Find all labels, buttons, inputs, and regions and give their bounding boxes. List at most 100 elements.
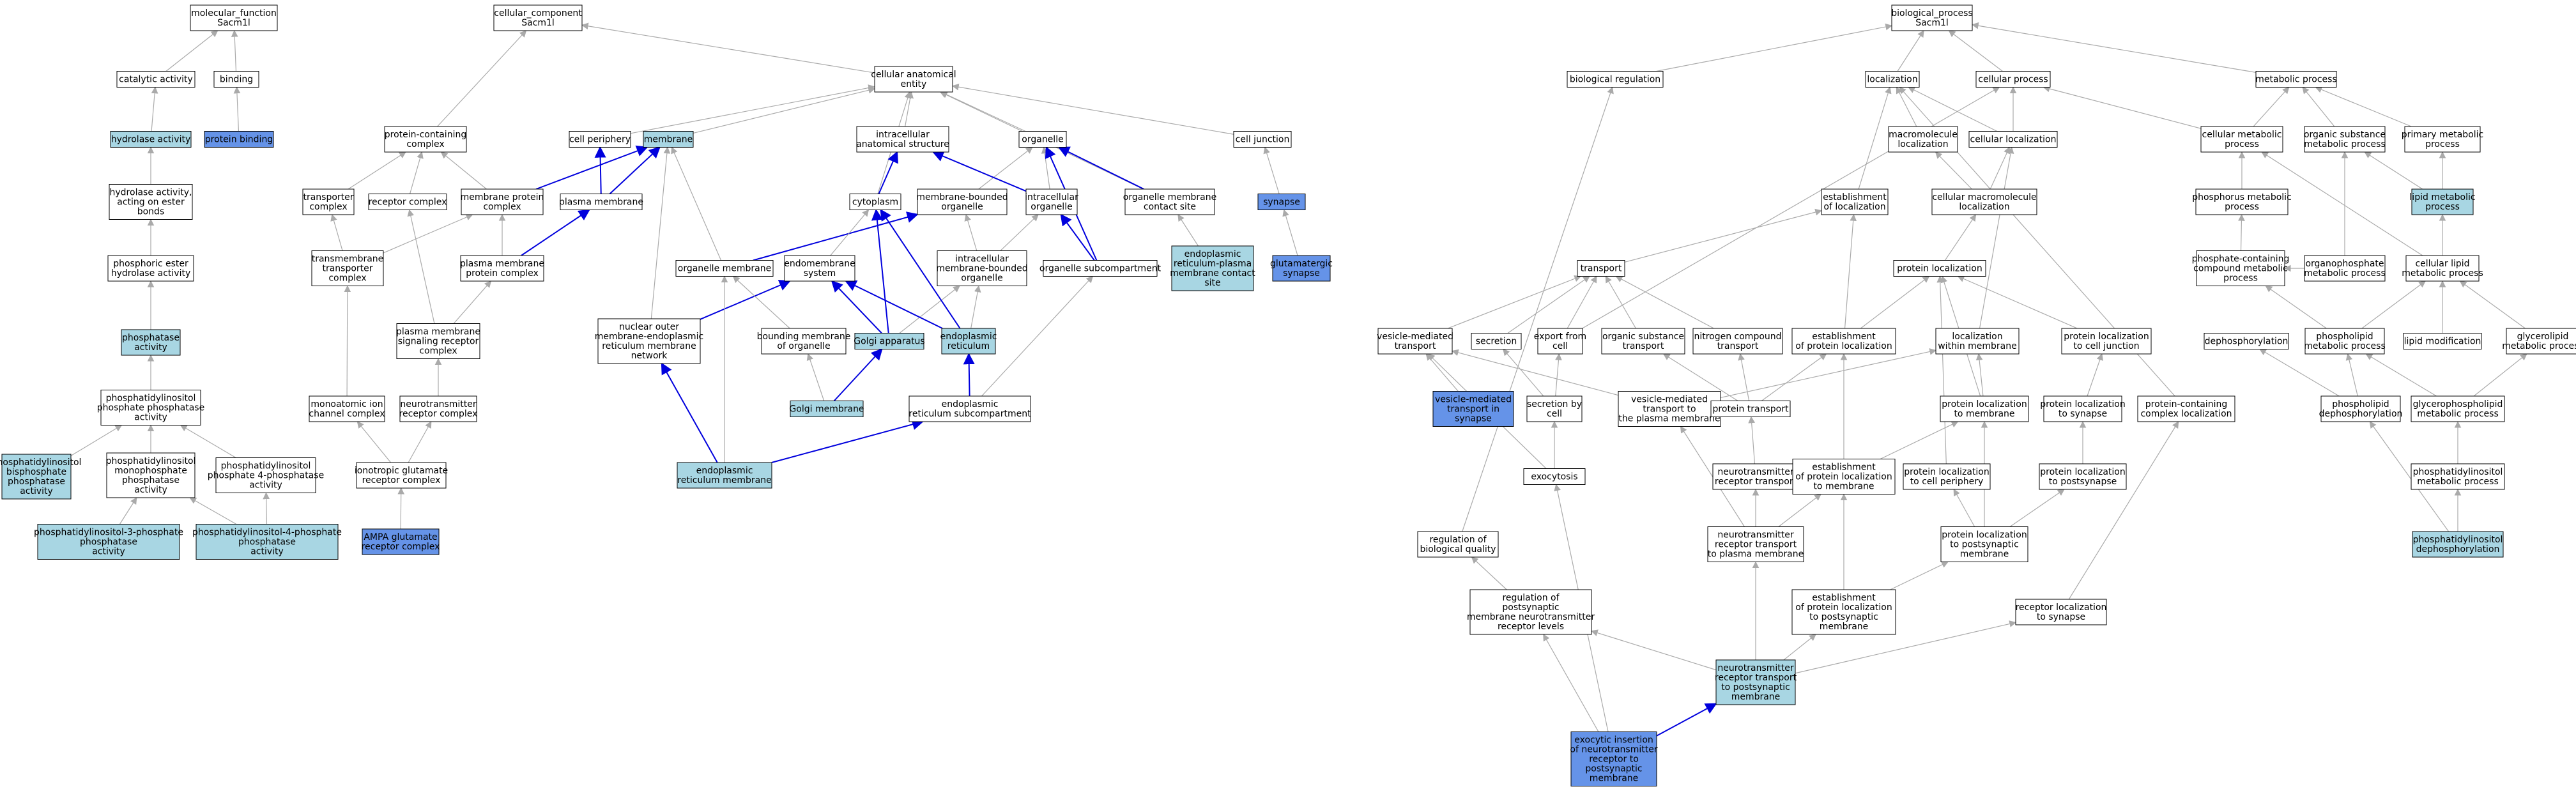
go-term-node[interactable]: biological regulation <box>1567 71 1664 88</box>
go-term-node[interactable]: protein binding <box>204 131 274 148</box>
go-term-node[interactable]: lipid modification <box>2403 333 2482 349</box>
go-term-node[interactable]: plasma membrane <box>559 194 643 210</box>
go-term-node[interactable]: protein transport <box>1710 401 1791 417</box>
go-term-node[interactable]: hydrolase activity <box>110 131 192 148</box>
go-term-node[interactable]: exocytosis <box>1523 468 1586 485</box>
go-term-node[interactable]: Golgi membrane <box>789 401 864 417</box>
go-term-node[interactable]: membrane <box>643 131 694 148</box>
go-term-node[interactable]: organelle membrane <box>675 260 774 277</box>
go-term-node[interactable]: cell periphery <box>569 131 631 148</box>
go-term-node[interactable]: organelle <box>1018 131 1067 148</box>
go-term-node[interactable]: synapse <box>1257 194 1306 210</box>
go-term-node[interactable]: binding <box>213 71 259 88</box>
go-term-node[interactable]: localization <box>1865 71 1920 88</box>
go-term-node[interactable]: cellular process <box>1975 71 2051 88</box>
go-term-node[interactable]: protein localization <box>1893 260 1986 277</box>
go-term-node[interactable]: Golgi apparatus <box>854 333 925 349</box>
go-term-node[interactable]: metabolic process <box>2255 71 2337 88</box>
go-term-node[interactable]: receptor complex <box>368 194 447 210</box>
go-term-node[interactable]: cell junction <box>1233 131 1292 148</box>
go-term-node[interactable]: catalytic activity <box>116 71 195 88</box>
go-term-node[interactable]: secretion <box>1471 333 1522 349</box>
go-term-node[interactable]: dephosphorylation <box>2204 333 2289 349</box>
go-term-node[interactable]: cellular localization <box>1968 131 2058 148</box>
go-term-node[interactable]: transport <box>1577 260 1625 277</box>
go-term-node[interactable]: cytoplasm <box>849 194 901 210</box>
